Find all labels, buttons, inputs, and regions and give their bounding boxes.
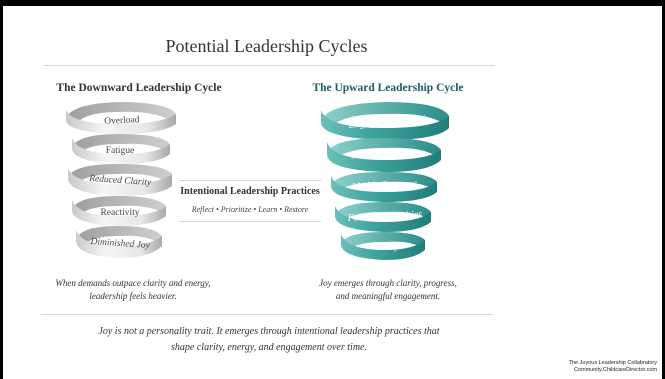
middle-heading: Intentional Leadership Practices (180, 186, 320, 197)
credit-line-1: The Joyous Leadership Collabratory (568, 360, 657, 366)
bottom-divider (41, 314, 493, 315)
upward-caption-line-2: and meaningful engagement. (335, 291, 441, 301)
downward-ring-label-5: Diminished Joy (89, 237, 151, 251)
upward-caption: Joy emerges through clarity, progress, a… (293, 277, 483, 303)
upward-cycle-heading: The Upward Leadership Cycle (312, 82, 464, 94)
middle-practices: Reflect • Prioritize • Learn • Restore (191, 205, 309, 214)
upward-ring-label-3: Visible Progress (352, 178, 417, 192)
upward-ring-5 (341, 232, 425, 260)
middle-top-divider (179, 180, 321, 181)
summary-line-1: Joy is not a personality trait. It emerg… (98, 326, 440, 337)
downward-caption-line-2: leadership feels heavier. (89, 291, 177, 301)
upward-ring-3 (331, 172, 437, 202)
downward-ring-1 (66, 102, 176, 134)
middle-bottom-divider (179, 221, 321, 222)
downward-cycle-heading: The Downward Leadership Cycle (56, 82, 222, 94)
downward-ring-4 (72, 196, 166, 226)
downward-spiral: Overload Fatigue Reduced Clarity Reactiv… (58, 98, 188, 270)
upward-spiral: Engagement & Joy Renewed Energy Visible … (315, 98, 455, 270)
summary-statement: Joy is not a personality trait. It emerg… (43, 324, 495, 356)
slide-title: Potential Leadership Cycles (165, 36, 368, 56)
upward-ring-label-5: Clarity (371, 241, 399, 252)
summary-line-2: shape clarity, energy, and engagement ov… (171, 342, 367, 353)
downward-caption: When demands outpace clarity and energy,… (33, 277, 233, 303)
downward-ring-3 (68, 164, 172, 196)
downward-ring-label-2: Fatigue (106, 146, 135, 156)
upward-ring-label-4: Focused Priorities (346, 209, 422, 224)
downward-ring-label-4: Reactivity (100, 208, 139, 218)
upward-ring-4 (335, 202, 431, 232)
credit-line-2: Community.ChildcareDirector.com (573, 367, 657, 373)
upward-ring-label-2: Renewed Energy (350, 146, 419, 162)
downward-ring-2 (72, 134, 170, 164)
credit: The Joyous Leadership Collabratory Commu… (569, 360, 657, 374)
upward-ring-2 (327, 138, 441, 172)
downward-ring-label-3: Reduced Clarity (88, 174, 152, 188)
downward-ring-5 (76, 226, 162, 258)
upward-caption-line-1: Joy emerges through clarity, progress, (319, 278, 457, 288)
downward-ring-label-1: Overload (104, 115, 140, 127)
title-divider (43, 65, 495, 66)
downward-caption-line-1: When demands outpace clarity and energy, (55, 278, 211, 288)
upward-ring-1 (321, 102, 449, 140)
slide: Potential Leadership Cycles The Downward… (3, 6, 662, 379)
